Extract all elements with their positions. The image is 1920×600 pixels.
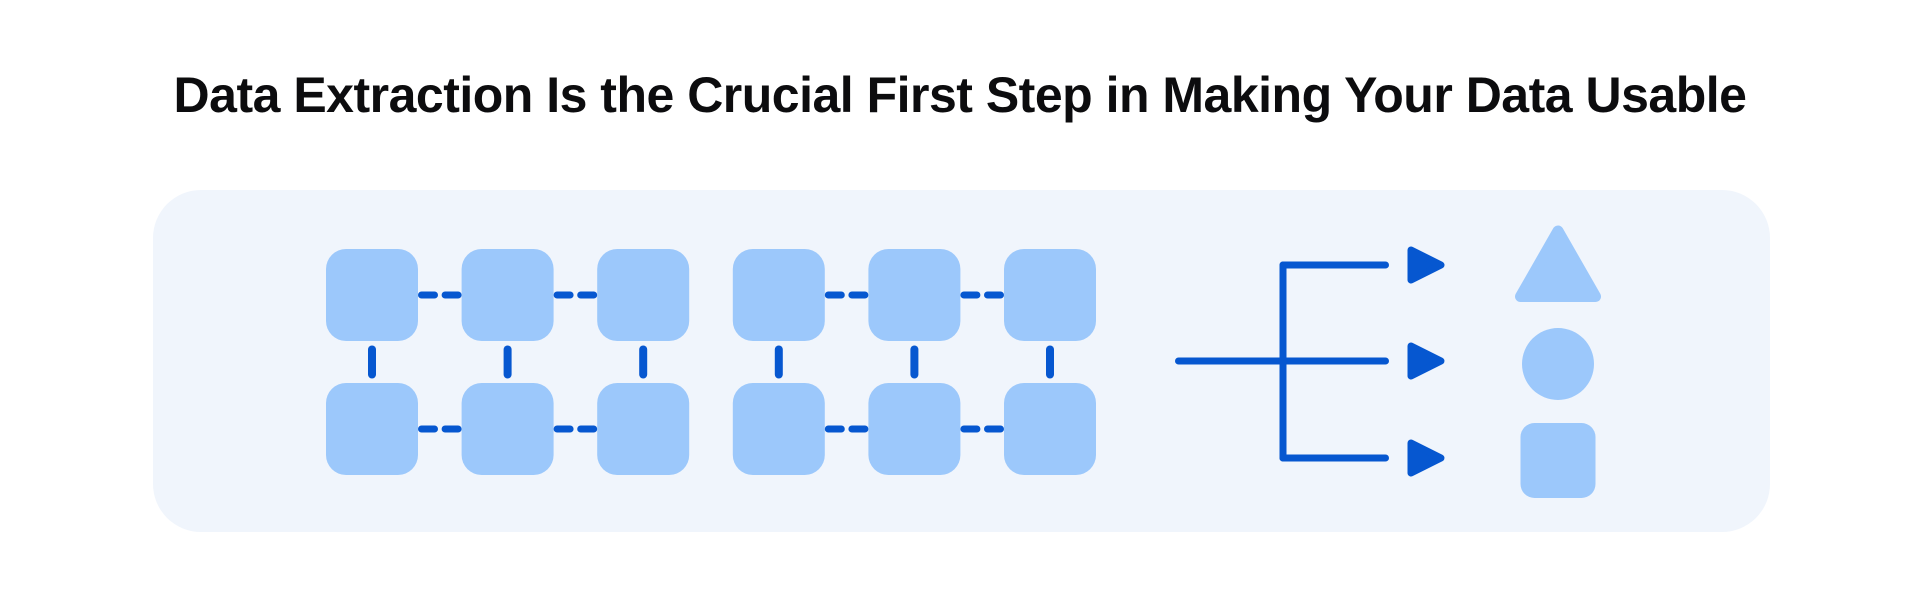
arrowhead-icon	[1407, 342, 1445, 380]
output-shapes	[1515, 225, 1601, 498]
source-node	[326, 249, 418, 341]
page-title: Data Extraction Is the Crucial First Ste…	[173, 67, 1747, 123]
arrowhead-icon	[1407, 246, 1445, 284]
grid-connectors	[368, 291, 1054, 433]
output-triangle	[1515, 225, 1601, 302]
source-node	[1004, 249, 1096, 341]
source-grid	[326, 249, 1096, 475]
source-node	[326, 383, 418, 475]
output-square	[1520, 423, 1596, 498]
output-circle	[1522, 328, 1594, 400]
source-node	[1004, 383, 1096, 475]
arrowhead-icon	[1407, 439, 1445, 477]
diagram-panel	[153, 190, 1770, 532]
source-node	[597, 249, 690, 341]
source-node	[732, 383, 825, 475]
source-node	[461, 383, 554, 475]
source-node	[461, 249, 554, 341]
source-node	[868, 249, 961, 341]
fork-arrow	[1175, 246, 1445, 477]
source-node	[597, 383, 690, 475]
source-node	[868, 383, 961, 475]
source-node	[732, 249, 825, 341]
